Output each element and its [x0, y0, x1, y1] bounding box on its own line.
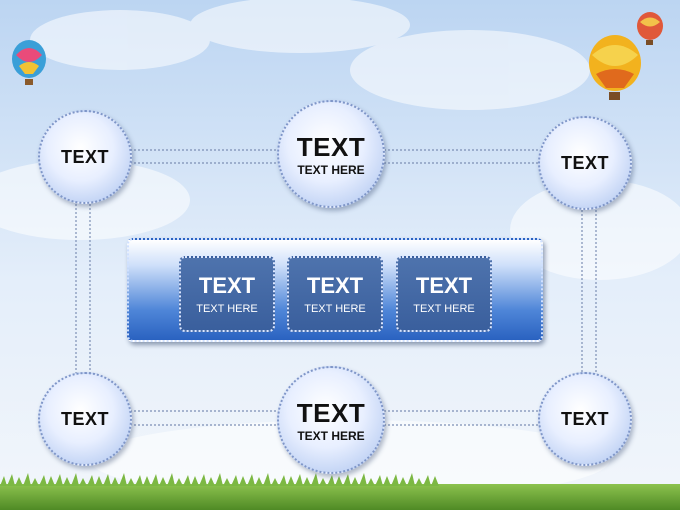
- node-title: TEXT: [296, 131, 366, 162]
- node-top-right: TEXT: [538, 116, 632, 210]
- node-title: TEXT: [296, 397, 366, 428]
- panel-item-subtitle: TEXT HERE: [413, 303, 475, 315]
- node-top-left: TEXT: [38, 110, 132, 204]
- node-top-center: TEXT TEXT HERE: [277, 100, 385, 208]
- hot-air-balloon-icon: [637, 12, 663, 45]
- node-bottom-right: TEXT: [538, 372, 632, 466]
- node-bottom-center: TEXT TEXT HERE: [277, 366, 385, 474]
- grass: [0, 473, 680, 510]
- panel-item-title: TEXT: [198, 273, 256, 298]
- node-title: TEXT: [560, 408, 609, 429]
- node-bottom-left: TEXT: [38, 372, 132, 466]
- panel-item-subtitle: TEXT HERE: [196, 303, 258, 315]
- node-subtitle: TEXT HERE: [297, 428, 365, 443]
- panel-item-subtitle: TEXT HERE: [304, 303, 366, 315]
- node-title: TEXT: [60, 408, 109, 429]
- panel-item-title: TEXT: [415, 273, 473, 298]
- node-title: TEXT: [560, 152, 609, 173]
- panel-item: TEXT TEXT HERE: [287, 256, 383, 332]
- node-title: TEXT: [60, 146, 109, 167]
- hot-air-balloon-icon: [12, 40, 46, 85]
- panel-item-title: TEXT: [306, 273, 364, 298]
- connector-lines: [75, 149, 597, 426]
- center-panel: TEXT TEXT HERE TEXT TEXT HERE TEXT TEXT …: [127, 238, 543, 342]
- node-subtitle: TEXT HERE: [297, 162, 365, 177]
- hot-air-balloon-icon: [589, 35, 641, 100]
- panel-item: TEXT TEXT HERE: [396, 256, 492, 332]
- panel-item: TEXT TEXT HERE: [179, 256, 275, 332]
